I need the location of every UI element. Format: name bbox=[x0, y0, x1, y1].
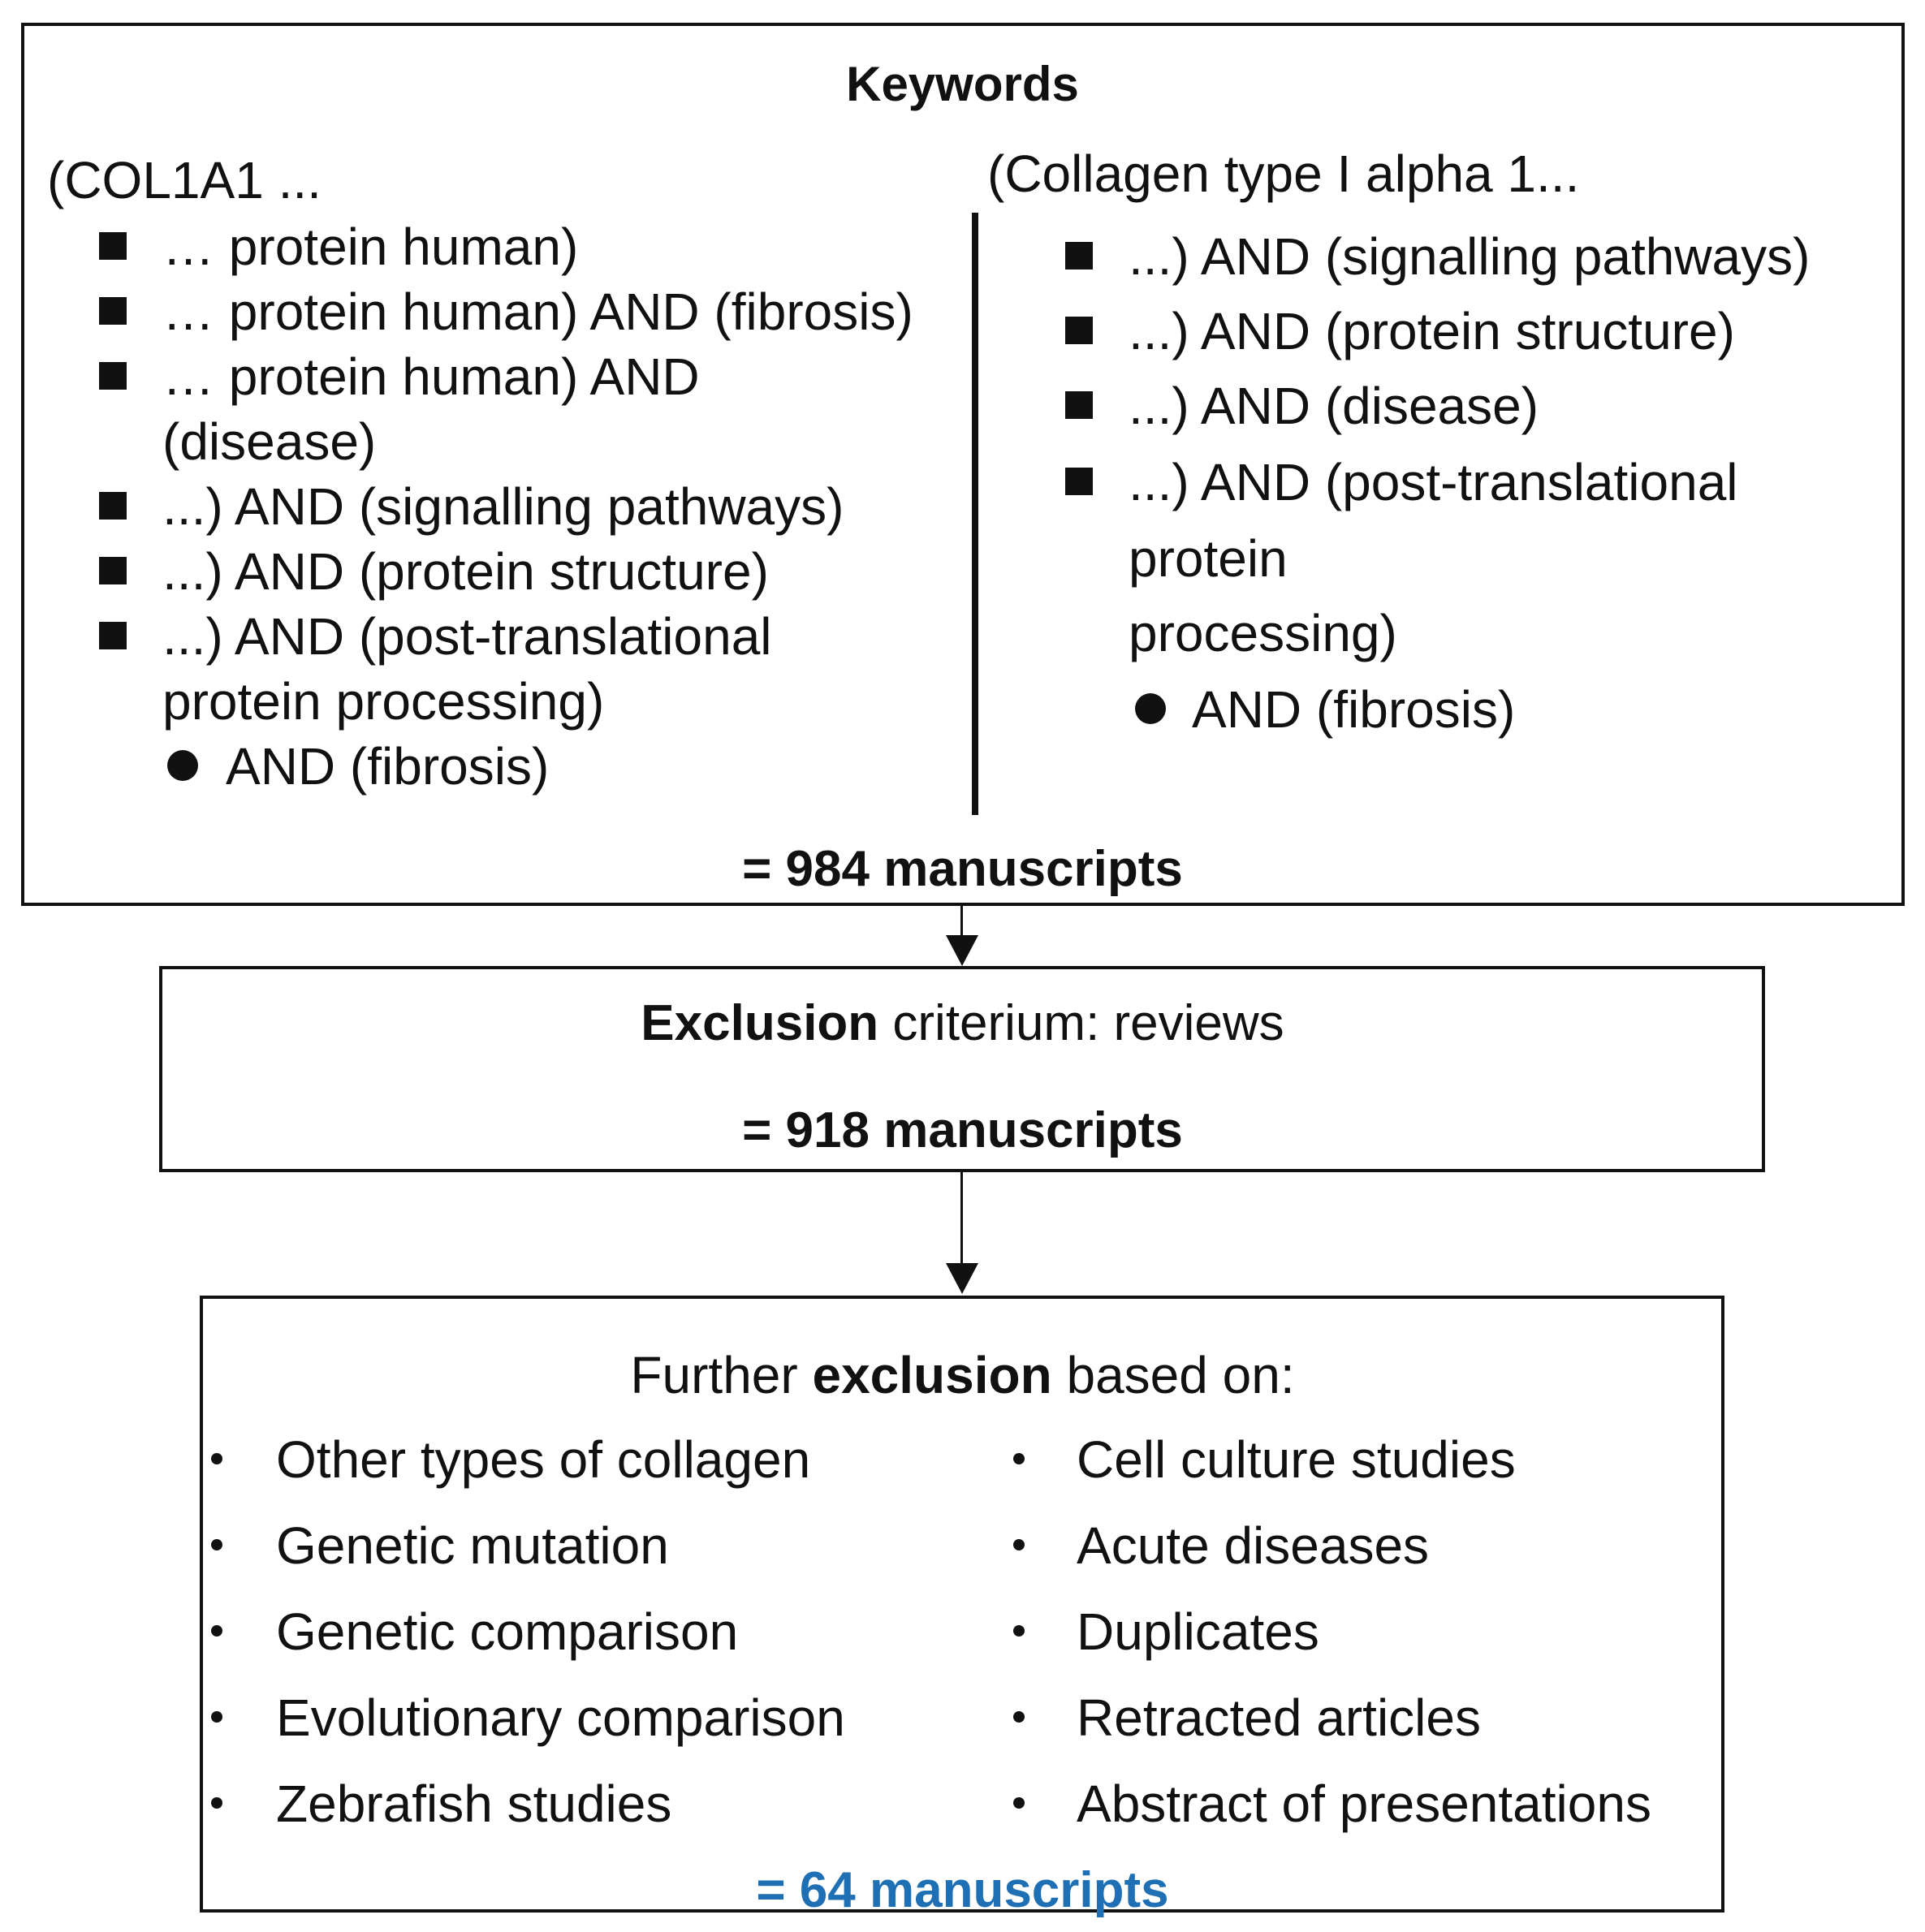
right-item-2: ...) AND (protein structure) bbox=[1129, 302, 1735, 360]
left-list-item-4: Evolutionary comparison bbox=[276, 1688, 845, 1747]
right-item-1: ...) AND (signalling pathways) bbox=[1129, 227, 1811, 286]
left-item-4: ...) AND (signalling pathways) bbox=[162, 477, 844, 536]
left-item-6-line-1: ...) AND (post-translational bbox=[162, 607, 772, 666]
left-heading: (COL1A1 ... bbox=[47, 151, 322, 209]
left-bullet-5 bbox=[99, 557, 127, 584]
right-list-item-2: Acute diseases bbox=[1077, 1516, 1430, 1575]
right-list-bullet-3 bbox=[1013, 1625, 1025, 1637]
left-bullet-6 bbox=[99, 622, 127, 649]
keywords-title: Keywords bbox=[846, 57, 1079, 111]
left-bullet-4 bbox=[99, 492, 127, 520]
arrow-1-head bbox=[946, 935, 978, 966]
exclusion-box bbox=[159, 966, 1765, 1172]
right-item-4-line-1: ...) AND (post-translational bbox=[1129, 453, 1738, 511]
further-title-pre: Further bbox=[630, 1346, 813, 1404]
right-list-item-1: Cell culture studies bbox=[1077, 1430, 1516, 1489]
right-item-3: ...) AND (disease) bbox=[1129, 377, 1539, 435]
exclusion-title: Exclusion criterium: reviews bbox=[0, 998, 1925, 1049]
right-sub-bullet bbox=[1135, 693, 1166, 724]
left-list-bullet-5 bbox=[211, 1797, 222, 1809]
keywords-box bbox=[21, 23, 1905, 906]
further-exclusion-box bbox=[200, 1296, 1724, 1913]
right-list-item-5: Abstract of presentations bbox=[1077, 1775, 1651, 1833]
left-list-item-5: Zebrafish studies bbox=[276, 1775, 672, 1833]
left-sub-bullet bbox=[167, 750, 198, 781]
right-item-4-line-2: protein bbox=[1129, 529, 1288, 588]
right-bullet-2 bbox=[1065, 317, 1093, 344]
left-sub-item: AND (fibrosis) bbox=[226, 737, 550, 796]
left-list-item-1: Other types of collagen bbox=[276, 1430, 811, 1489]
left-list-bullet-4 bbox=[211, 1711, 222, 1723]
left-item-3-line-2: (disease) bbox=[162, 412, 377, 471]
left-list-bullet-2 bbox=[211, 1539, 222, 1550]
right-bullet-4 bbox=[1065, 468, 1093, 495]
left-item-5: ...) AND (protein structure) bbox=[162, 542, 769, 601]
right-list-bullet-1 bbox=[1013, 1453, 1025, 1464]
further-title-post: based on: bbox=[1051, 1346, 1295, 1404]
right-bullet-3 bbox=[1065, 391, 1093, 419]
left-bullet-2 bbox=[99, 297, 127, 325]
box1-result: = 984 manuscripts bbox=[742, 841, 1183, 897]
box2-result: = 918 manuscripts bbox=[742, 1102, 1183, 1158]
exclusion-title-rest: criterium: reviews bbox=[878, 995, 1284, 1051]
arrow-1-line bbox=[960, 906, 963, 945]
left-item-6-line-2: protein processing) bbox=[162, 672, 605, 731]
right-bullet-1 bbox=[1065, 242, 1093, 270]
arrow-2-line bbox=[960, 1172, 963, 1266]
right-list-bullet-4 bbox=[1013, 1711, 1025, 1723]
left-list-bullet-3 bbox=[211, 1625, 222, 1637]
left-list-item-3: Genetic comparison bbox=[276, 1602, 739, 1661]
right-sub-item: AND (fibrosis) bbox=[1192, 680, 1516, 739]
left-list-bullet-1 bbox=[211, 1453, 222, 1464]
left-bullet-1 bbox=[99, 232, 127, 260]
left-item-3-line-1: … protein human) AND bbox=[162, 347, 700, 406]
left-list-item-2: Genetic mutation bbox=[276, 1516, 669, 1575]
right-list-item-3: Duplicates bbox=[1077, 1602, 1319, 1661]
left-item-1: … protein human) bbox=[162, 218, 579, 276]
left-bullet-3 bbox=[99, 362, 127, 390]
left-item-2: … protein human) AND (fibrosis) bbox=[162, 282, 913, 341]
exclusion-title-bold: Exclusion bbox=[641, 995, 879, 1051]
right-list-bullet-2 bbox=[1013, 1539, 1025, 1550]
right-list-bullet-5 bbox=[1013, 1797, 1025, 1809]
box3-result: = 64 manuscripts bbox=[756, 1862, 1169, 1918]
arrow-2-head bbox=[946, 1263, 978, 1294]
column-divider bbox=[972, 213, 978, 815]
further-exclusion-title: Further exclusion based on: bbox=[0, 1349, 1925, 1401]
right-heading: (Collagen type I alpha 1... bbox=[987, 144, 1580, 203]
right-list-item-4: Retracted articles bbox=[1077, 1688, 1481, 1747]
further-title-bold: exclusion bbox=[812, 1346, 1052, 1404]
right-item-4-line-3: processing) bbox=[1129, 604, 1397, 662]
